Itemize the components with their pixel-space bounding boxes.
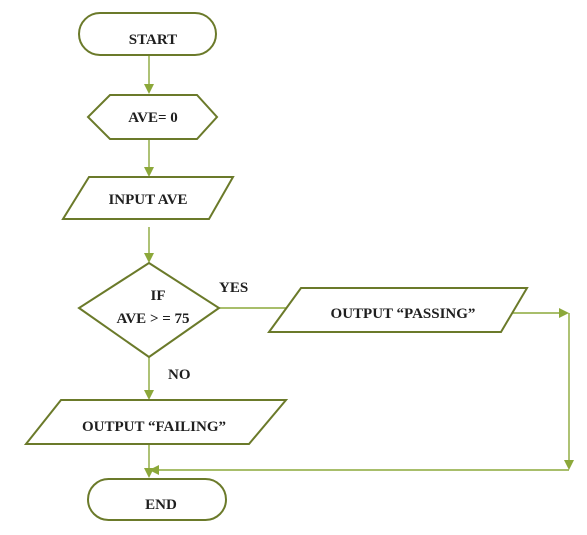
decision-line2: AVE > = 75: [116, 311, 189, 327]
decision-line1: IF: [151, 288, 166, 304]
connectors: [144, 55, 574, 478]
decision-diamond: IF AVE > = 75: [77, 261, 221, 359]
arrowhead-decision: [144, 253, 154, 263]
end-terminator: END: [87, 478, 227, 521]
init-hexagon: AVE= 0: [86, 94, 219, 140]
arrowhead-passing-right: [559, 308, 569, 318]
arrowhead-failing: [144, 390, 154, 400]
output-passing-parallelogram: OUTPUT “PASSING”: [267, 287, 529, 333]
output-failing-label: OUTPUT “FAILING”: [82, 419, 226, 435]
output-failing-parallelogram: OUTPUT “FAILING”: [23, 399, 289, 445]
output-passing-label: OUTPUT “PASSING”: [331, 306, 476, 322]
end-label: END: [145, 497, 177, 513]
arrowhead-passing-down: [564, 460, 574, 470]
start-label: START: [129, 32, 177, 48]
arrowhead-input: [144, 167, 154, 177]
input-parallelogram: INPUT AVE: [61, 176, 235, 220]
arrowhead-merge: [149, 465, 159, 475]
arrowhead-init: [144, 84, 154, 94]
yes-label: YES: [219, 280, 248, 296]
input-label: INPUT AVE: [108, 192, 187, 208]
init-label: AVE= 0: [128, 110, 178, 126]
no-label: NO: [168, 367, 191, 383]
start-terminator: START: [78, 12, 217, 56]
